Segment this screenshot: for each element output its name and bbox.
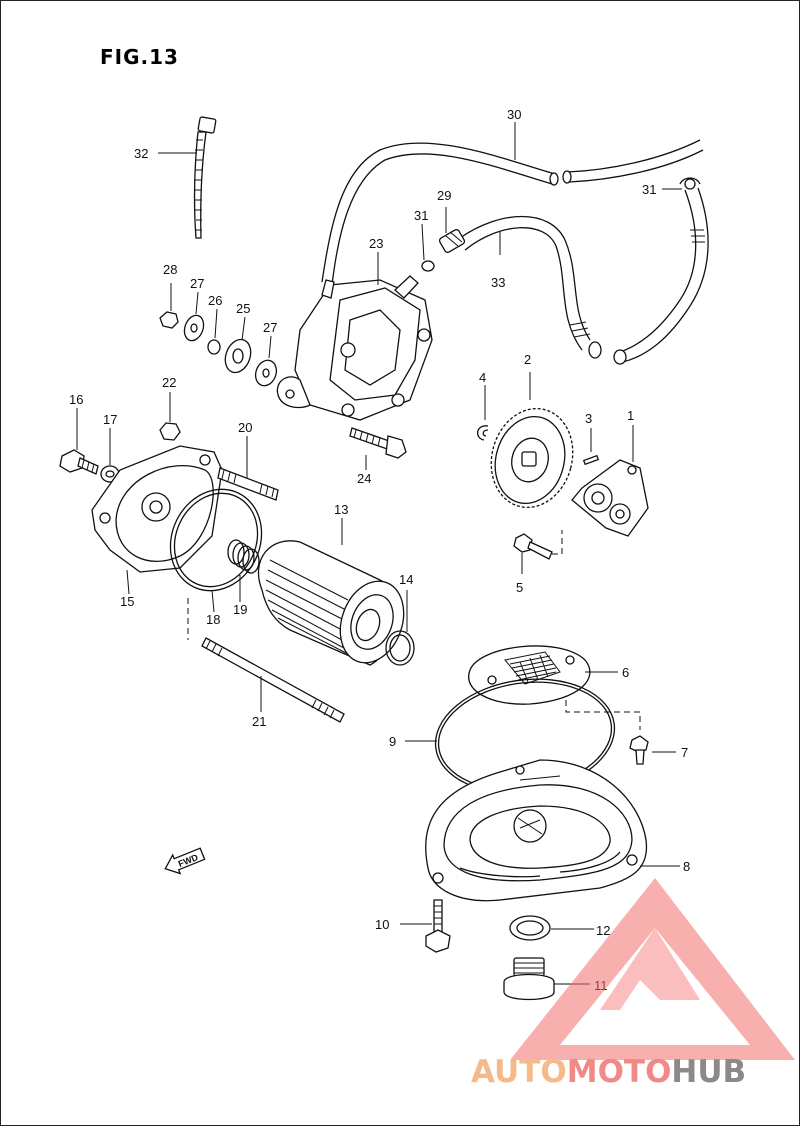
callout-1: 1: [627, 408, 634, 423]
part-4-circlip: [477, 425, 489, 441]
callout-3: 3: [585, 411, 592, 426]
part-21-long-stud: [201, 637, 345, 723]
part-23-fuel-pump: [276, 275, 433, 421]
part-3-pin: [582, 454, 600, 466]
part-18-o-ring: [169, 488, 263, 592]
part-2-gear: [490, 407, 574, 509]
watermark-text: AUTOMOTOHUB: [471, 1054, 746, 1090]
part-24-bolt: [349, 427, 407, 459]
callout-8: 8: [683, 859, 690, 874]
fwd-direction-arrow: FWD: [164, 847, 206, 875]
callout-25: 25: [236, 301, 250, 316]
callout-17: 17: [103, 412, 117, 427]
part-29-fitting: [438, 229, 466, 253]
callout-7: 7: [681, 745, 688, 760]
part-15-filter-cover: [91, 445, 223, 573]
callout-18: 18: [206, 612, 220, 627]
part-12-gasket: [509, 915, 551, 941]
callout-23: 23: [369, 236, 383, 251]
callout-24: 24: [357, 471, 371, 486]
callout-15: 15: [120, 594, 134, 609]
callout-26: 26: [208, 293, 222, 308]
callout-28: 28: [163, 262, 177, 277]
part-26-collar: [207, 339, 221, 355]
part-10-bolt: [425, 899, 451, 953]
part-7-screw: [629, 735, 649, 765]
part-1-oil-pump: [571, 459, 649, 537]
alignment-line-strainer: [565, 700, 641, 730]
callout-22: 22: [162, 375, 176, 390]
callout-16: 16: [69, 392, 83, 407]
part-6-strainer: [468, 645, 591, 705]
part-20-stud: [217, 467, 279, 501]
callout-29: 29: [437, 188, 451, 203]
callout-27-right: 27: [263, 320, 277, 335]
callout-2: 2: [524, 352, 531, 367]
callout-30: 30: [507, 107, 521, 122]
callout-5: 5: [516, 580, 523, 595]
part-5-screw: [513, 533, 553, 560]
callout-32: 32: [134, 146, 148, 161]
figure-title: FIG.13: [100, 45, 179, 69]
part-19-spring: [227, 539, 260, 574]
part-28-nut: [159, 311, 179, 329]
part-33-hose: [459, 215, 602, 359]
part-25-grommet: [224, 338, 252, 374]
watermark-triangle: [510, 878, 795, 1060]
part-8-oil-pan: [425, 759, 648, 902]
watermark-logo: AUTOMOTOHUB: [471, 878, 795, 1090]
part-27-washer-left: [183, 314, 205, 342]
part-14-o-ring: [385, 630, 415, 666]
part-30-hose: [321, 139, 709, 365]
callout-19: 19: [233, 602, 247, 617]
callout-10: 10: [375, 917, 389, 932]
callout-9: 9: [389, 734, 396, 749]
callout-4: 4: [479, 370, 486, 385]
part-31-clip-left: [421, 260, 435, 272]
callout-21: 21: [252, 714, 266, 729]
alignment-line-pump: [552, 530, 563, 555]
callout-31-right: 31: [642, 182, 656, 197]
part-13-oil-filter: [257, 540, 405, 666]
part-27-washer-right: [254, 359, 278, 387]
part-11-drain-plug: [503, 957, 555, 1001]
callout-14: 14: [399, 572, 413, 587]
callout-13: 13: [334, 502, 348, 517]
part-16-bolt: [59, 449, 99, 475]
callout-20: 20: [238, 420, 252, 435]
callout-6: 6: [622, 665, 629, 680]
callout-33: 33: [491, 275, 505, 290]
part-31-clip-right: [679, 177, 701, 190]
callout-12: 12: [596, 923, 610, 938]
callout-31-left: 31: [414, 208, 428, 223]
part-32-cable-tie: [193, 116, 217, 239]
callout-27-left: 27: [190, 276, 204, 291]
part-22-nut: [159, 422, 181, 441]
